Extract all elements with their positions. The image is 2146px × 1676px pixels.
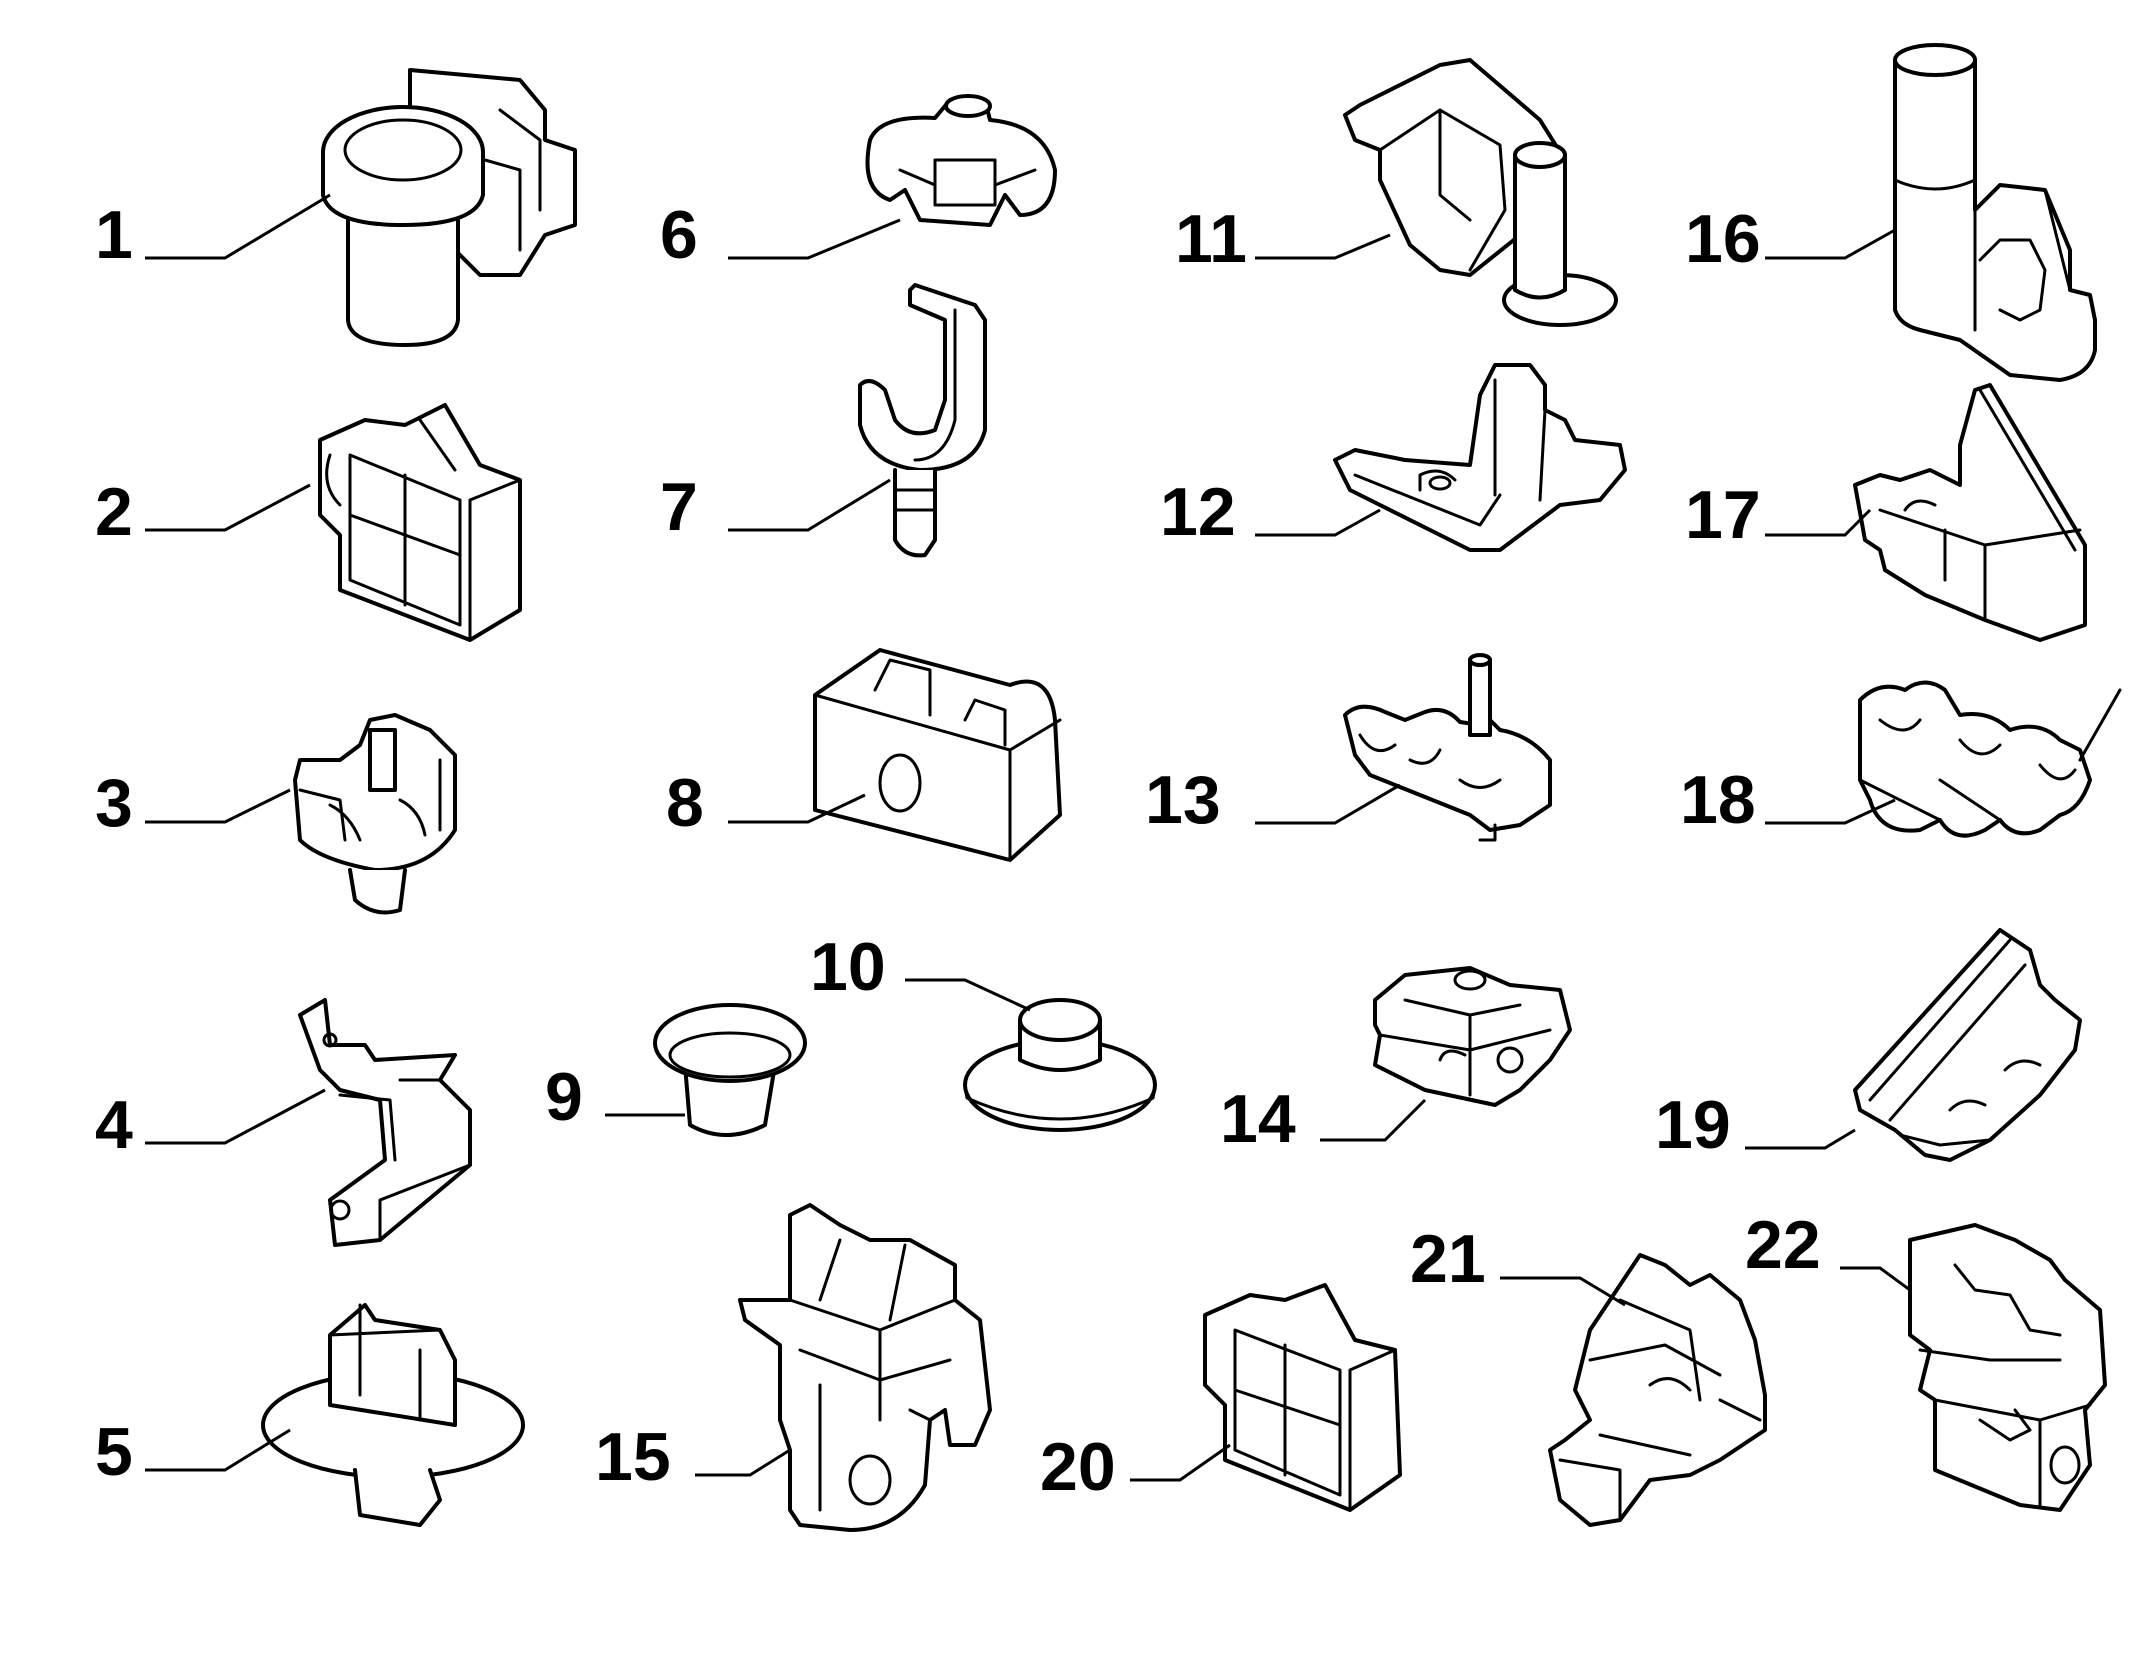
callout-18: 18 [1680, 762, 1756, 838]
callout-13: 13 [1145, 762, 1221, 838]
part-20-bracket-clip [1203, 1283, 1402, 1512]
leader-7 [728, 478, 891, 532]
callout-4: 4 [95, 1087, 133, 1163]
leader-21 [1500, 1276, 1626, 1307]
callout-2: 2 [95, 474, 133, 550]
part-6-winged-clip [865, 94, 1057, 227]
leader-12 [1255, 508, 1381, 537]
callout-10: 10 [810, 929, 886, 1005]
leader-17 [1765, 508, 1872, 537]
part-12-l-rail-clip [1333, 363, 1627, 552]
leader-19 [1745, 1128, 1856, 1150]
part-2-bracket-clip [318, 403, 522, 642]
callout-20: 20 [1040, 1429, 1116, 1505]
leader-1 [145, 193, 331, 260]
callout-3: 3 [95, 765, 133, 841]
leader-6 [728, 218, 901, 260]
leader-13 [1255, 783, 1401, 825]
leader-15 [695, 1448, 791, 1477]
leader-2 [145, 483, 311, 532]
part-22-corner-block [1908, 1223, 2107, 1512]
part-15-complex-bracket [738, 1203, 992, 1532]
part-11-pin-bracket [1343, 58, 1618, 327]
leader-11 [1255, 233, 1391, 260]
part-1-cup-clip [321, 68, 577, 347]
leader-16 [1765, 228, 1896, 260]
part-16-tube-elbow [1893, 43, 2097, 382]
part-21-multi-saddle [1548, 1253, 1767, 1527]
part-3-pin-clip [293, 713, 457, 915]
part-10-flat-stud [963, 998, 1157, 1132]
callout-21: 21 [1410, 1221, 1486, 1297]
leader-3 [145, 788, 291, 824]
leader-10 [905, 978, 1031, 1012]
callout-16: 16 [1685, 201, 1761, 277]
callout-14: 14 [1220, 1081, 1296, 1157]
part-8-block-clip [813, 648, 1062, 862]
part-9-cap-plug [653, 1003, 807, 1137]
part-14-multi-clip [1373, 966, 1572, 1107]
part-7-j-hook [858, 283, 987, 558]
callout-17: 17 [1685, 477, 1761, 553]
leader-8 [728, 793, 866, 824]
callout-12: 12 [1160, 474, 1236, 550]
callout-6: 6 [660, 197, 698, 273]
leader-22 [1840, 1266, 1911, 1292]
callout-5: 5 [95, 1414, 133, 1490]
callout-11: 11 [1175, 201, 1247, 277]
callout-19: 19 [1655, 1087, 1731, 1163]
part-17-hinged-clip [1853, 383, 2087, 642]
callout-8: 8 [666, 765, 704, 841]
leader-4 [145, 1088, 326, 1145]
leader-18 [1765, 798, 1896, 825]
leader-14 [1320, 1098, 1427, 1142]
part-5-oval-plate [261, 1303, 525, 1527]
part-18-triple-saddle [1858, 680, 2122, 838]
part-19-diagonal-clip [1853, 928, 2082, 1162]
callout-9: 9 [545, 1059, 583, 1135]
part-4-hook-bracket [298, 998, 472, 1247]
callout-22: 22 [1745, 1207, 1821, 1283]
callout-15: 15 [595, 1419, 671, 1495]
part-13-triple-clip [1343, 653, 1552, 842]
leader-20 [1130, 1443, 1231, 1482]
callout-7: 7 [660, 469, 698, 545]
callout-1: 1 [95, 197, 133, 273]
leader-5 [145, 1428, 291, 1472]
